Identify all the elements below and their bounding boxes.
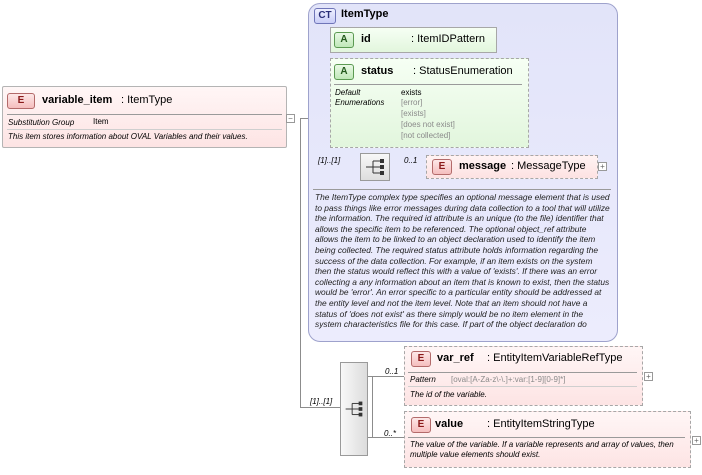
var-ref-cardinality: 0..1 (385, 367, 399, 376)
message-element-box[interactable]: E message : MessageType (426, 155, 598, 179)
root-collapse-toggle[interactable]: − (286, 114, 295, 123)
sequence-icon (345, 401, 363, 417)
attribute-badge: A (334, 64, 354, 80)
value-element-type: : EntityItemStringType (487, 418, 595, 430)
attribute-status-divider (334, 84, 522, 85)
root-element-box[interactable]: E variable_item : ItemType Substitution … (2, 86, 287, 148)
value-element-name: value (435, 418, 464, 430)
root-divider-2 (7, 129, 282, 130)
var-ref-divider (408, 372, 637, 373)
ct-divider (313, 189, 611, 190)
default-value: exists (401, 88, 422, 97)
attribute-status-type: : StatusEnumeration (413, 65, 513, 77)
connector-to-ct (300, 118, 308, 119)
attribute-status-name: status (361, 65, 394, 77)
message-cardinality: 0..1 (404, 156, 418, 165)
substitution-group-label: Substitution Group (8, 118, 75, 127)
ct-sequence-cardinality: [1]..[1] (318, 156, 341, 165)
var-ref-element-name: var_ref (437, 352, 474, 364)
var-ref-element-box[interactable]: E var_ref : EntityItemVariableRefType Pa… (404, 346, 643, 406)
sequence-cardinality: [1]..[1] (310, 397, 333, 406)
attribute-badge: A (334, 32, 354, 48)
message-element-type: : MessageType (511, 160, 586, 172)
element-badge: E (411, 351, 431, 367)
element-badge: E (7, 93, 35, 109)
var-ref-expand-toggle[interactable]: + (644, 372, 653, 381)
enumeration-item: [exists] (401, 109, 426, 118)
enumeration-item: [error] (401, 98, 423, 107)
attribute-status-box[interactable]: A status : StatusEnumeration Default Enu… (330, 58, 529, 148)
default-enumerations-label: Default Enumerations (335, 88, 385, 107)
message-element-name: message (459, 160, 507, 172)
sequence-icon (366, 159, 384, 175)
connector-main-vertical (300, 118, 301, 408)
value-divider (408, 437, 685, 438)
enumeration-item: [not collected] (401, 131, 451, 140)
attribute-id-type: : ItemIDPattern (411, 33, 485, 45)
connector-seq2-varref (366, 376, 404, 377)
connector-to-sequence2 (300, 407, 340, 408)
complex-type-badge: CT (314, 8, 336, 24)
value-description: The value of the variable. If a variable… (410, 440, 674, 459)
substitution-group-value: Item (93, 117, 109, 126)
root-element-description: This item stores information about OVAL … (8, 132, 248, 141)
root-element-name: variable_item (42, 94, 113, 106)
pattern-value: [oval:[A-Za-z\-\.]+:var:[1-9][0-9]*] (451, 375, 566, 384)
complex-type-description: The ItemType complex type specifies an o… (315, 192, 610, 330)
attribute-id-box[interactable]: A id : ItemIDPattern (330, 27, 497, 53)
value-element-box[interactable]: E value : EntityItemStringType The value… (404, 411, 691, 468)
var-ref-element-type: : EntityItemVariableRefType (487, 352, 623, 364)
connector-seq2-value (366, 437, 404, 438)
root-divider (7, 114, 282, 115)
ct-sequence-compositor[interactable] (360, 153, 390, 181)
attribute-id-name: id (361, 33, 371, 45)
value-cardinality: 0..* (384, 429, 397, 438)
message-expand-toggle[interactable]: + (598, 162, 607, 171)
pattern-label: Pattern (410, 375, 436, 384)
root-element-type: : ItemType (121, 94, 173, 106)
var-ref-divider-2 (408, 386, 637, 387)
element-badge: E (411, 417, 431, 433)
value-expand-toggle[interactable]: + (692, 436, 701, 445)
var-ref-description: The id of the variable. (410, 390, 487, 399)
connector-seq2-vertical (372, 376, 373, 437)
complex-type-name: ItemType (341, 8, 389, 20)
element-badge: E (432, 159, 452, 175)
enumeration-item: [does not exist] (401, 120, 455, 129)
sequence-compositor[interactable] (340, 362, 368, 456)
